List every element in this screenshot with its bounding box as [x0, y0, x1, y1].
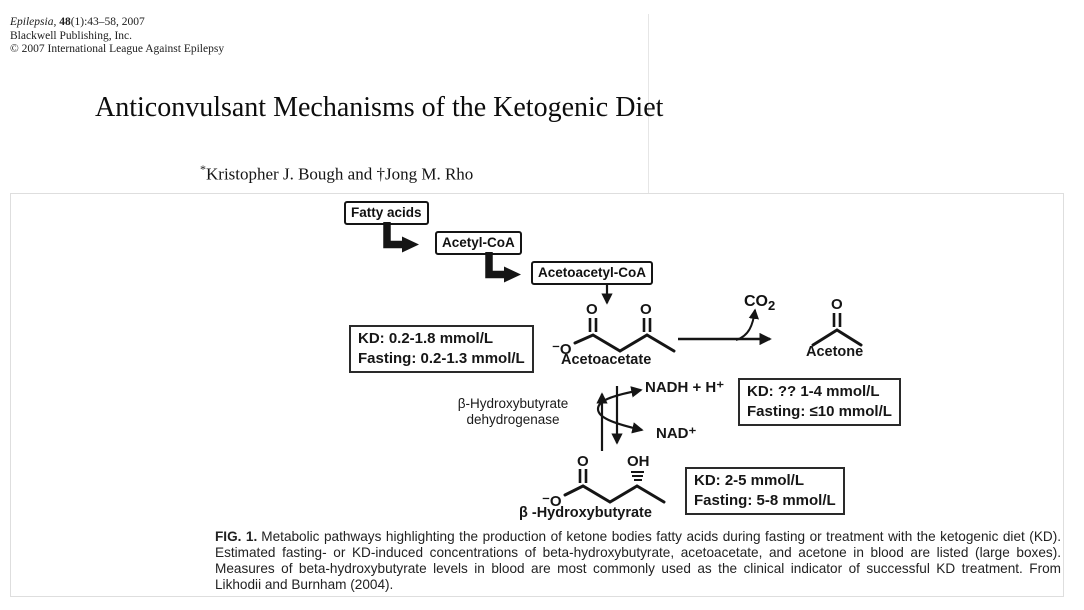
- pathway-diagram: ⁻O O O O ⁻O O OH: [383, 222, 863, 510]
- acetone-kd-line: KD: ?? 1-4 mmol/L: [747, 383, 880, 400]
- bhb-stereo-wedge-icon: [631, 471, 644, 481]
- journal-issue-pages: (1):43–58, 2007: [70, 16, 145, 28]
- acetone-structure: O: [811, 296, 863, 347]
- figure-caption-label: FIG. 1.: [215, 529, 258, 544]
- bhb-structure: ⁻O O OH: [542, 453, 666, 510]
- bhb-fasting-line: Fasting: 5-8 mmol/L: [694, 492, 836, 509]
- figure-caption-text: Metabolic pathways highlighting the prod…: [215, 529, 1062, 592]
- co2-subscript: 2: [768, 298, 776, 314]
- paper-title: Anticonvulsant Mechanisms of the Ketogen…: [95, 92, 664, 123]
- acetone-label: Acetone: [806, 344, 864, 360]
- acetone-oxygen-label: O: [831, 296, 843, 313]
- acetoacetate-structure: ⁻O O O: [552, 301, 676, 358]
- journal-name: Epilepsia,: [10, 16, 57, 28]
- acetoacetate-carboxylate-oxygen-label: ⁻O: [552, 341, 572, 358]
- co2-base: CO: [744, 293, 768, 310]
- bhb-kd-line: KD: 2-5 mmol/L: [694, 472, 805, 489]
- elbow-arrow-fattyacids-to-acetylcoa-icon: [383, 222, 419, 253]
- cofactor-arrow-to-nad-icon: [596, 408, 644, 434]
- bhb-carboxylate-oxygen-label: ⁻O: [542, 493, 562, 510]
- author-affiliation-marker: *: [200, 162, 206, 176]
- copyright-line: © 2007 International League Against Epil…: [10, 43, 225, 55]
- paper-authors-text: Kristopher J. Bough and †Jong M. Rho: [206, 164, 474, 184]
- node-fatty-acids: Fatty acids: [344, 201, 429, 225]
- enzyme-line2: dehydrogenase: [466, 412, 560, 427]
- figure-caption: FIG. 1.Metabolic pathways highlighting t…: [215, 529, 1061, 593]
- acetone-kd-box: KD: ?? 1-4 mmol/L Fasting: ≤10 mmol/L: [738, 378, 901, 426]
- acetoacetate-keto-oxygen2-label: O: [640, 301, 652, 318]
- publisher-line: Blackwell Publishing, Inc.: [10, 29, 133, 42]
- acetoacetate-kd-box: KD: 0.2-1.8 mmol/L Fasting: 0.2-1.3 mmol…: [349, 325, 534, 373]
- bhb-kd-box: KD: 2-5 mmol/L Fasting: 5-8 mmol/L: [685, 467, 845, 515]
- co2-label: CO2: [744, 293, 775, 313]
- journal-volume: 48: [56, 16, 71, 28]
- journal-citation: Epilepsia, 48(1):43–58, 2007: [10, 16, 224, 30]
- enzyme-label: β-Hydroxybutyrate dehydrogenase: [438, 396, 588, 428]
- bhb-label: β -Hydroxybutyrate: [519, 505, 652, 521]
- paper-authors: *Kristopher J. Bough and †Jong M. Rho: [200, 162, 473, 185]
- acetoacetate-label: Acetoacetate: [561, 352, 652, 368]
- enzyme-line1: β-Hydroxybutyrate: [457, 396, 569, 411]
- acetoacetate-kd-line: KD: 0.2-1.8 mmol/L: [358, 330, 494, 347]
- node-acetyl-coa: Acetyl-CoA: [435, 231, 522, 255]
- co2-release-arrow-icon: [735, 308, 759, 341]
- nadh-label: NADH + H⁺: [645, 379, 725, 396]
- acetoacetate-keto-oxygen1-label: O: [586, 301, 598, 318]
- bhb-hydroxyl-label: OH: [627, 453, 650, 470]
- elbow-arrow-acetylcoa-to-acetoacetylcoa-icon: [485, 252, 521, 283]
- nad-label: NAD⁺: [656, 425, 697, 442]
- cofactor-arrow-to-nadh-icon: [596, 386, 643, 410]
- redox-arrows: [596, 386, 644, 451]
- journal-citation-block: Epilepsia, 48(1):43–58, 2007 Blackwell P…: [10, 16, 224, 57]
- acetone-fasting-line: Fasting: ≤10 mmol/L: [747, 403, 892, 420]
- bhb-keto-oxygen-label: O: [577, 453, 589, 470]
- paper-header-panel: [0, 14, 649, 193]
- node-acetoacetyl-coa: Acetoacetyl-CoA: [531, 261, 654, 285]
- acetoacetate-fasting-line: Fasting: 0.2-1.3 mmol/L: [358, 350, 525, 367]
